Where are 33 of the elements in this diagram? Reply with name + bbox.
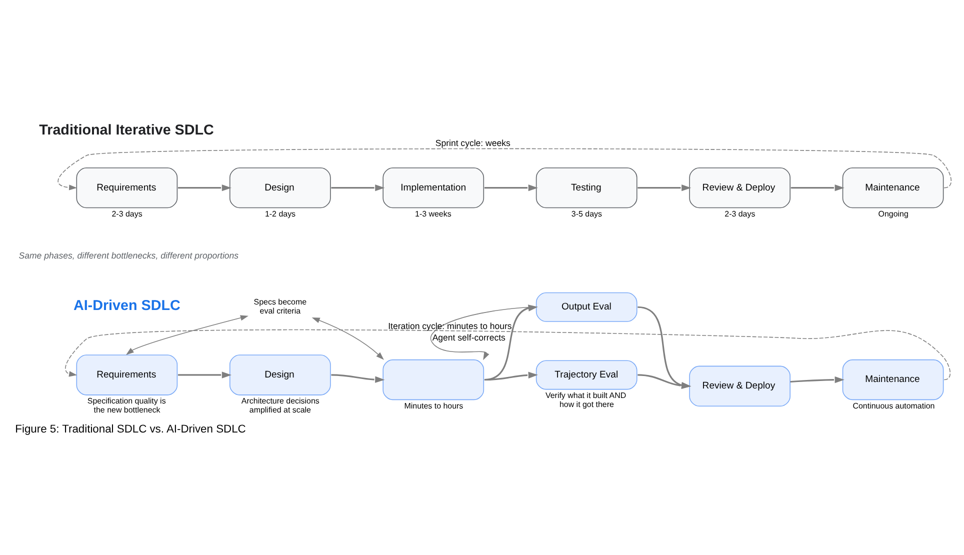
label: Traditional Iterative SDLC xyxy=(39,122,214,138)
arrow xyxy=(178,371,232,378)
label: AI-Driven SDLC xyxy=(73,297,180,314)
edge-label: Iteration cycle: minutes to hours xyxy=(388,320,512,331)
node-label: Continuous automation xyxy=(852,400,935,410)
node-text: Specs become eval criteria xyxy=(254,297,307,316)
arrow xyxy=(484,371,538,380)
arrow xyxy=(331,184,385,191)
arrow xyxy=(178,184,232,191)
label: Same phases, different bottlenecks, different proportions xyxy=(18,250,239,260)
node-label: 3-5 days xyxy=(571,209,602,218)
node-label: Verify what it built AND how it got there xyxy=(545,390,626,408)
arrow xyxy=(312,317,384,360)
caption: Figure 5: Traditional SDLC vs. AI-Driven SDLC xyxy=(15,423,246,436)
arrow xyxy=(484,184,538,191)
node-label: Minutes to hours xyxy=(404,400,464,410)
node-label: Specification quality is the new bottleneck xyxy=(87,396,166,414)
edge-label: Agent self-corrects xyxy=(432,332,506,342)
arrow xyxy=(638,184,692,191)
arrow xyxy=(790,184,844,191)
node-label: 2-3 days xyxy=(724,209,756,218)
arrow xyxy=(126,314,248,354)
arrow xyxy=(331,374,385,382)
node-label: 1-3 weeks xyxy=(415,209,452,218)
arrow xyxy=(58,148,952,190)
node-label: Architecture decisions amplified at scale xyxy=(241,396,320,414)
edge-label: Sprint cycle: weeks xyxy=(435,138,510,148)
arrow xyxy=(65,328,951,380)
node-label: Ongoing xyxy=(878,209,908,218)
arrow xyxy=(484,304,538,380)
node-label: 2-3 days xyxy=(112,209,142,218)
arrow xyxy=(790,376,844,383)
node-label: 1-2 days xyxy=(264,209,296,218)
